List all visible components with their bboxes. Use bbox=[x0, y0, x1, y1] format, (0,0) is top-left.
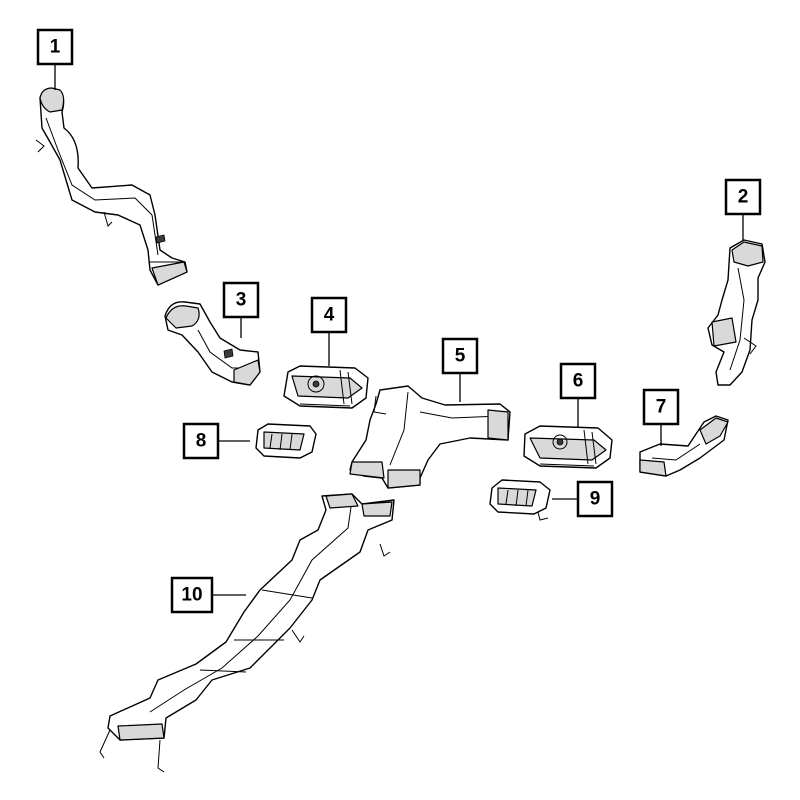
part-5-duct bbox=[349, 385, 511, 489]
part-7-duct bbox=[639, 415, 729, 477]
part-10-duct bbox=[99, 493, 395, 773]
callout-2: 2 bbox=[724, 178, 762, 240]
callout-7-label: 7 bbox=[656, 397, 667, 418]
callout-1-label: 1 bbox=[50, 37, 61, 58]
callout-8-label: 8 bbox=[196, 431, 207, 452]
part-1-duct bbox=[35, 87, 188, 286]
callout-10: 10 bbox=[170, 576, 246, 614]
callout-5-label: 5 bbox=[455, 346, 466, 367]
part-6-outlet bbox=[523, 425, 613, 469]
callout-6: 6 bbox=[559, 362, 597, 428]
callout-3-label: 3 bbox=[236, 290, 247, 311]
part-4-outlet bbox=[283, 365, 369, 409]
callout-5: 5 bbox=[441, 337, 479, 402]
part-3-duct bbox=[164, 301, 261, 386]
callout-2-label: 2 bbox=[738, 187, 749, 208]
callout-8: 8 bbox=[182, 422, 250, 460]
part-2-duct bbox=[707, 239, 766, 386]
callout-9: 9 bbox=[552, 480, 614, 518]
callout-7: 7 bbox=[642, 388, 680, 446]
callout-3: 3 bbox=[222, 281, 260, 338]
callout-4: 4 bbox=[310, 296, 348, 366]
callout-6-label: 6 bbox=[573, 371, 584, 392]
callout-9-label: 9 bbox=[590, 489, 601, 510]
part-8-vent bbox=[255, 423, 317, 459]
part-9-vent bbox=[489, 479, 551, 521]
callout-1: 1 bbox=[36, 28, 74, 90]
callout-4-label: 4 bbox=[324, 305, 335, 326]
callout-10-label: 10 bbox=[181, 585, 202, 606]
